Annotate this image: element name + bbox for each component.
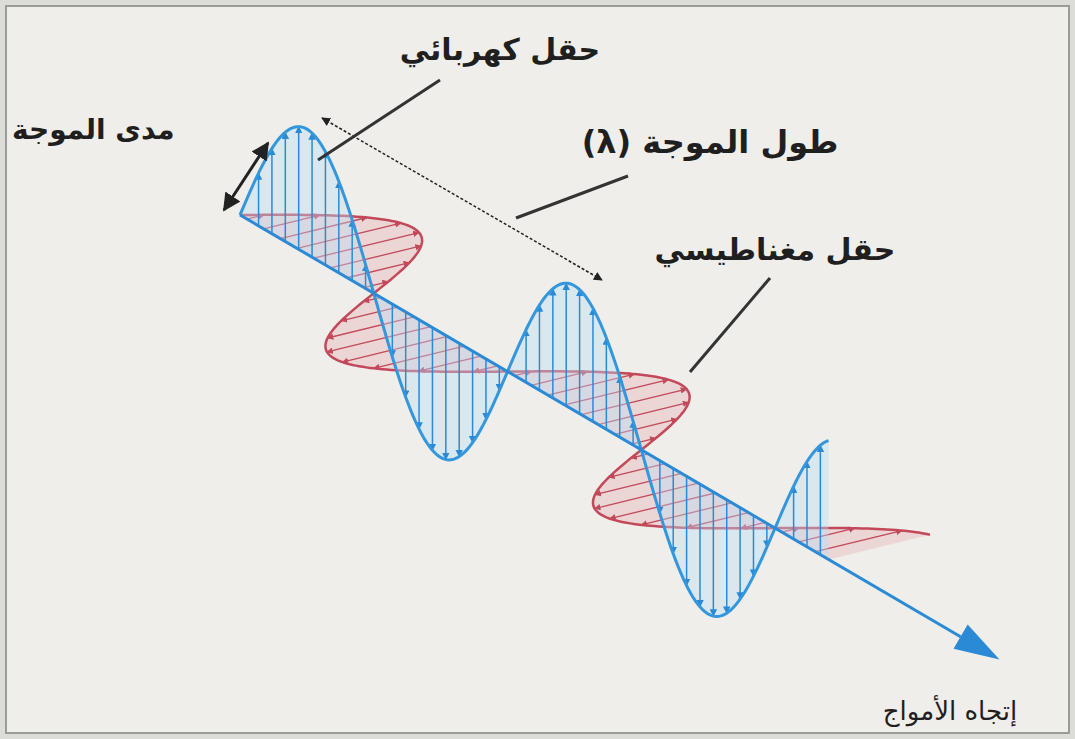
electric-vector [672,469,674,554]
electric-vector [338,181,340,272]
electric-vector [485,359,487,420]
wavelength-arrow [322,118,602,280]
electric-vector [311,133,313,257]
electric-vector [472,351,474,442]
electric-vector [525,330,527,383]
electric-vector [726,500,728,613]
direction-arrowhead [954,625,1000,660]
electric-vector [793,486,795,539]
electric-vector [552,289,554,398]
electric-vector [432,328,434,451]
electric-vector [753,515,755,576]
electric-vector [418,320,420,429]
field-label: حقل مغناطيسي [651,232,900,268]
electric-vector [539,305,541,390]
leader-line [690,278,770,372]
wave-group [240,127,999,660]
electric-vector [659,461,661,514]
electric-vector [458,343,460,456]
electric-vector [606,338,608,429]
leader-line [318,80,440,160]
electric-fill [240,127,829,617]
amplitude-label: مدى الموجة [8,113,179,147]
electric-vector [713,492,715,616]
electric-vector [699,484,701,607]
leader-line [516,176,628,218]
electric-vector [298,127,300,250]
electric-vector [686,476,688,585]
electric-vector [285,132,287,241]
electric-vector [579,290,581,414]
electric-vector [565,283,567,406]
panel [6,6,1069,733]
electric-vector [258,173,260,226]
electric-vector [445,335,447,459]
electric-vector [739,508,741,599]
electric-vector [619,377,621,438]
wavelength-label: طول الموجة (λ) [578,123,843,161]
amplitude-arrow [224,143,268,210]
direction-label: إتجاه الأمواج [879,696,1021,727]
field-label: حقل كهربائي [396,32,605,68]
electric-curve [240,127,829,617]
electric-vector [806,462,808,547]
electric-vector [405,312,407,397]
electric-vector [351,220,353,281]
electric-vector [392,304,394,357]
electric-vector [592,308,594,421]
electric-vector [820,445,822,554]
electric-vector [271,148,273,233]
electric-vector [325,152,327,265]
